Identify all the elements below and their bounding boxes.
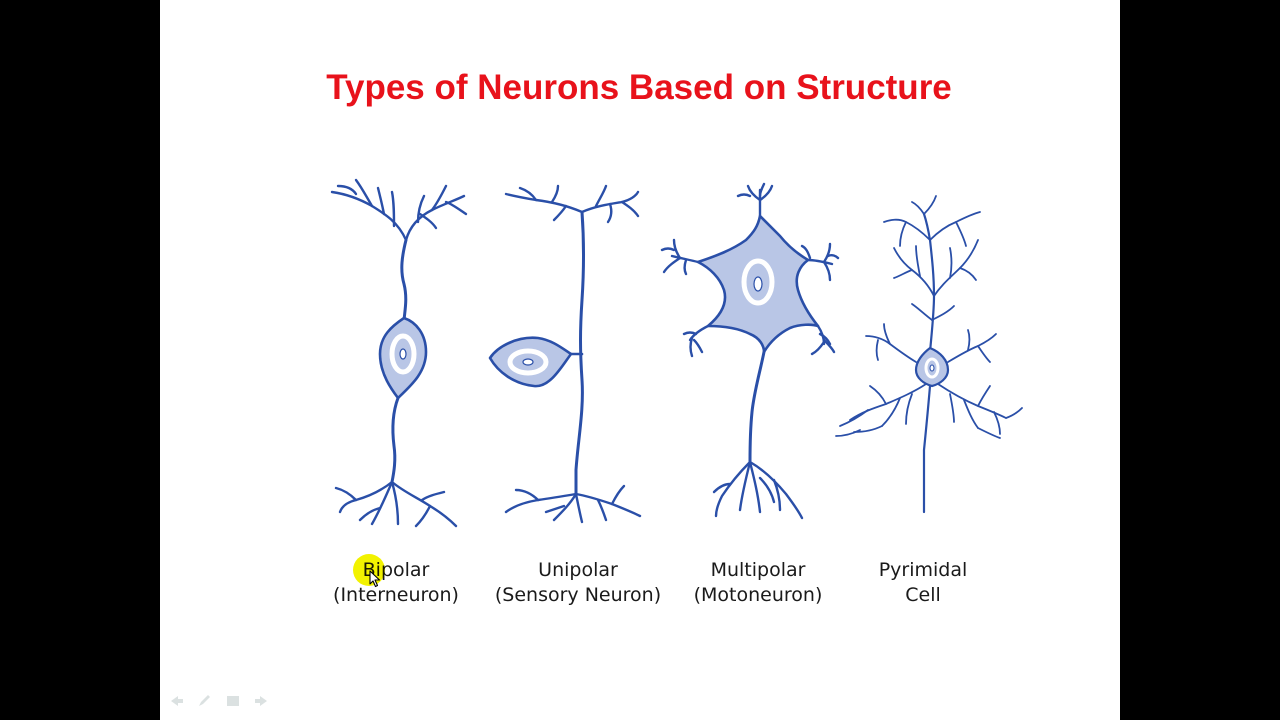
unipolar-subtitle: (Sensory Neuron) — [494, 584, 662, 606]
pyramidal-label: Pyrimidal Cell — [863, 558, 983, 608]
slide-title: Types of Neurons Based on Structure — [326, 68, 952, 107]
bipolar-name: Bipolar — [362, 559, 430, 581]
previous-slide-icon[interactable] — [168, 694, 186, 708]
unipolar-label: Unipolar (Sensory Neuron) — [482, 558, 674, 608]
unipolar-neuron — [488, 184, 642, 524]
multipolar-neuron — [660, 182, 840, 520]
multipolar-label: Multipolar (Motoneuron) — [682, 558, 834, 608]
menu-icon[interactable] — [224, 694, 242, 708]
bipolar-subtitle: (Interneuron) — [333, 584, 459, 606]
pyramidal-subtitle: Cell — [905, 584, 941, 606]
pen-icon[interactable] — [196, 694, 214, 708]
mouse-pointer-icon — [369, 570, 381, 588]
pyramidal-neuron — [835, 195, 1023, 514]
multipolar-subtitle: (Motoneuron) — [693, 584, 823, 606]
pyramidal-name: Pyrimidal — [878, 559, 968, 581]
bipolar-neuron — [330, 178, 468, 528]
bipolar-label: Bipolar (Interneuron) — [326, 558, 466, 608]
slide: Types of Neurons Based on Structure — [160, 0, 1120, 720]
next-slide-icon[interactable] — [252, 694, 270, 708]
slideshow-controls — [168, 694, 270, 708]
neuron-diagram — [330, 178, 1023, 528]
unipolar-name: Unipolar — [538, 559, 618, 581]
pointer-highlight — [353, 554, 385, 586]
multipolar-name: Multipolar — [710, 559, 806, 581]
